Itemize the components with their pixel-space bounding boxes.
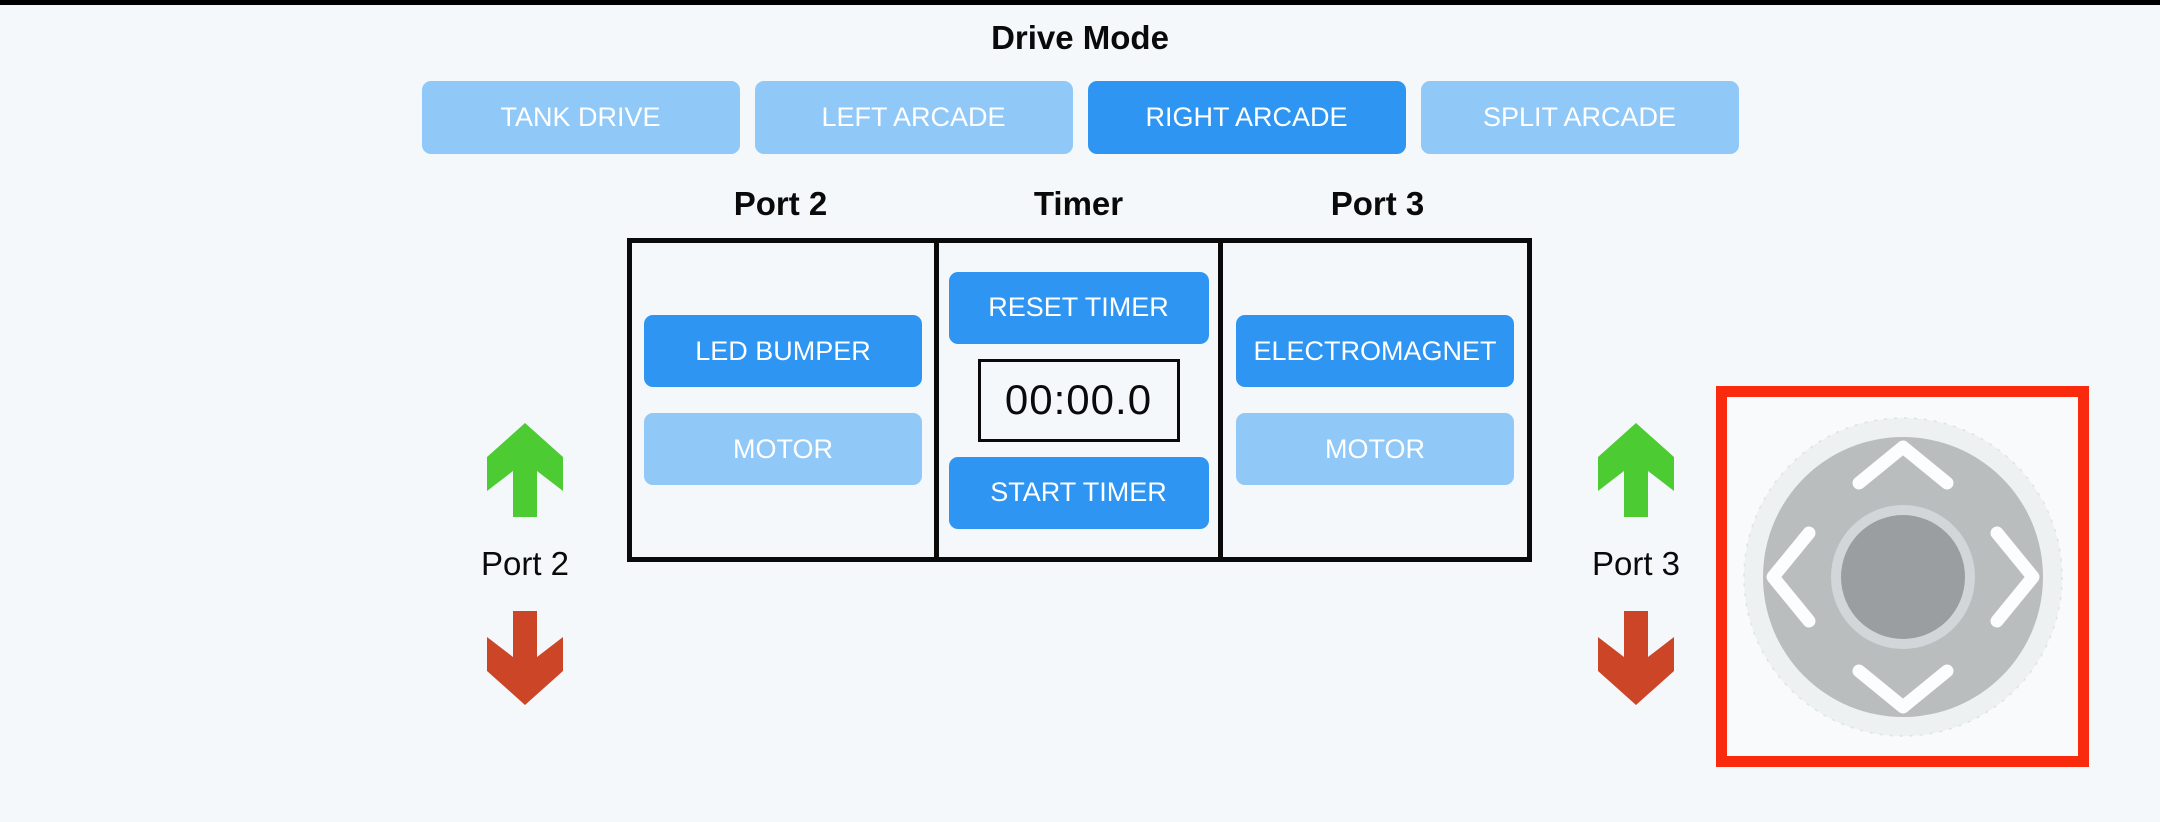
timer-display: 00:00.0 [977, 358, 1180, 442]
port3-direction-control: Port 3 [1581, 423, 1691, 705]
chevron-up-icon [1852, 440, 1953, 489]
mode-button-split-arcade[interactable]: SPLIT ARCADE [1420, 81, 1739, 154]
board-column-headers: Port 2 Timer Port 3 [627, 185, 1532, 238]
port2-direction-label: Port 2 [480, 545, 570, 582]
port2-up-arrow-icon[interactable] [487, 423, 563, 517]
chevron-down-icon [1852, 664, 1953, 713]
mode-button-tank-drive[interactable]: TANK DRIVE [421, 81, 740, 154]
window-top-bar [0, 0, 2160, 5]
led-bumper-button[interactable]: LED BUMPER [644, 315, 922, 387]
joystick-knob[interactable] [1840, 514, 1965, 639]
port2-column-header: Port 2 [733, 185, 828, 222]
port2-direction-control: Port 2 [470, 423, 580, 705]
port3-up-arrow-icon[interactable] [1598, 423, 1674, 517]
control-board: Port 2 Timer Port 3 LED BUMPER MOTOR RES… [627, 185, 1532, 562]
port2-cell: LED BUMPER MOTOR [632, 243, 934, 557]
start-timer-button[interactable]: START TIMER [948, 456, 1209, 529]
reset-timer-button[interactable]: RESET TIMER [948, 271, 1209, 344]
board-grid: LED BUMPER MOTOR RESET TIMER 00:00.0 STA… [627, 238, 1532, 562]
port3-motor-button[interactable]: MOTOR [1236, 413, 1514, 485]
mode-button-right-arcade[interactable]: RIGHT ARCADE [1087, 81, 1406, 154]
port3-column-header: Port 3 [1330, 185, 1425, 222]
joystick-pad[interactable] [1742, 416, 2064, 738]
port3-direction-label: Port 3 [1591, 545, 1681, 582]
port3-cell: ELECTROMAGNET MOTOR [1223, 243, 1527, 557]
port3-down-arrow-icon[interactable] [1598, 611, 1674, 705]
drive-mode-title: Drive Mode [991, 19, 1169, 56]
electromagnet-button[interactable]: ELECTROMAGNET [1236, 315, 1514, 387]
joystick-selection-frame [1716, 386, 2089, 767]
timer-cell: RESET TIMER 00:00.0 START TIMER [934, 243, 1223, 557]
port2-down-arrow-icon[interactable] [487, 611, 563, 705]
mode-button-left-arcade[interactable]: LEFT ARCADE [754, 81, 1073, 154]
chevron-left-icon [1766, 526, 1815, 627]
timer-column-header: Timer [1033, 185, 1124, 222]
drive-mode-button-row: TANK DRIVE LEFT ARCADE RIGHT ARCADE SPLI… [0, 81, 2160, 154]
port2-motor-button[interactable]: MOTOR [644, 413, 922, 485]
chevron-right-icon [1990, 526, 2039, 627]
